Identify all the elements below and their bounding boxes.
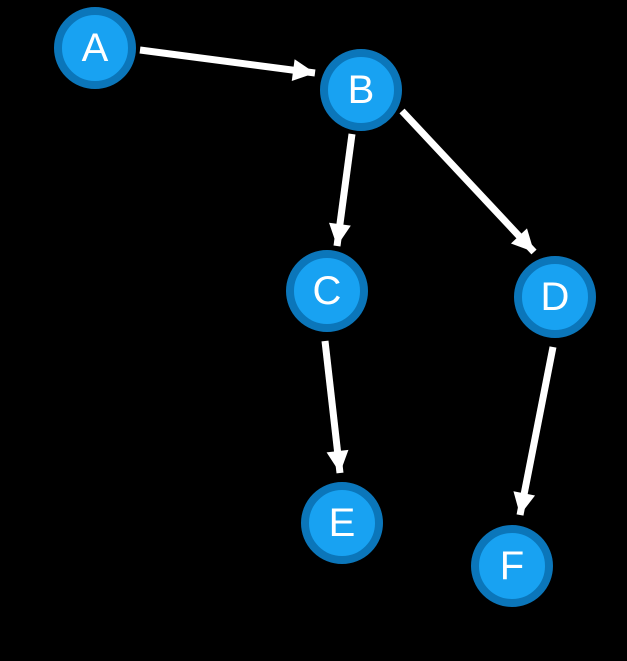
- graph-node-C[interactable]: C: [286, 250, 368, 332]
- graph-node-B[interactable]: B: [320, 49, 402, 131]
- graph-node-F[interactable]: F: [471, 525, 553, 607]
- graph-node-E[interactable]: E: [301, 482, 383, 564]
- node-label: C: [312, 269, 342, 313]
- node-label: A: [81, 26, 109, 70]
- graph-node-D[interactable]: D: [514, 256, 596, 338]
- node-label: B: [347, 68, 375, 112]
- node-label: D: [540, 275, 570, 319]
- graph-node-A[interactable]: A: [54, 7, 136, 89]
- node-label: E: [328, 501, 356, 545]
- node-label: F: [499, 544, 525, 588]
